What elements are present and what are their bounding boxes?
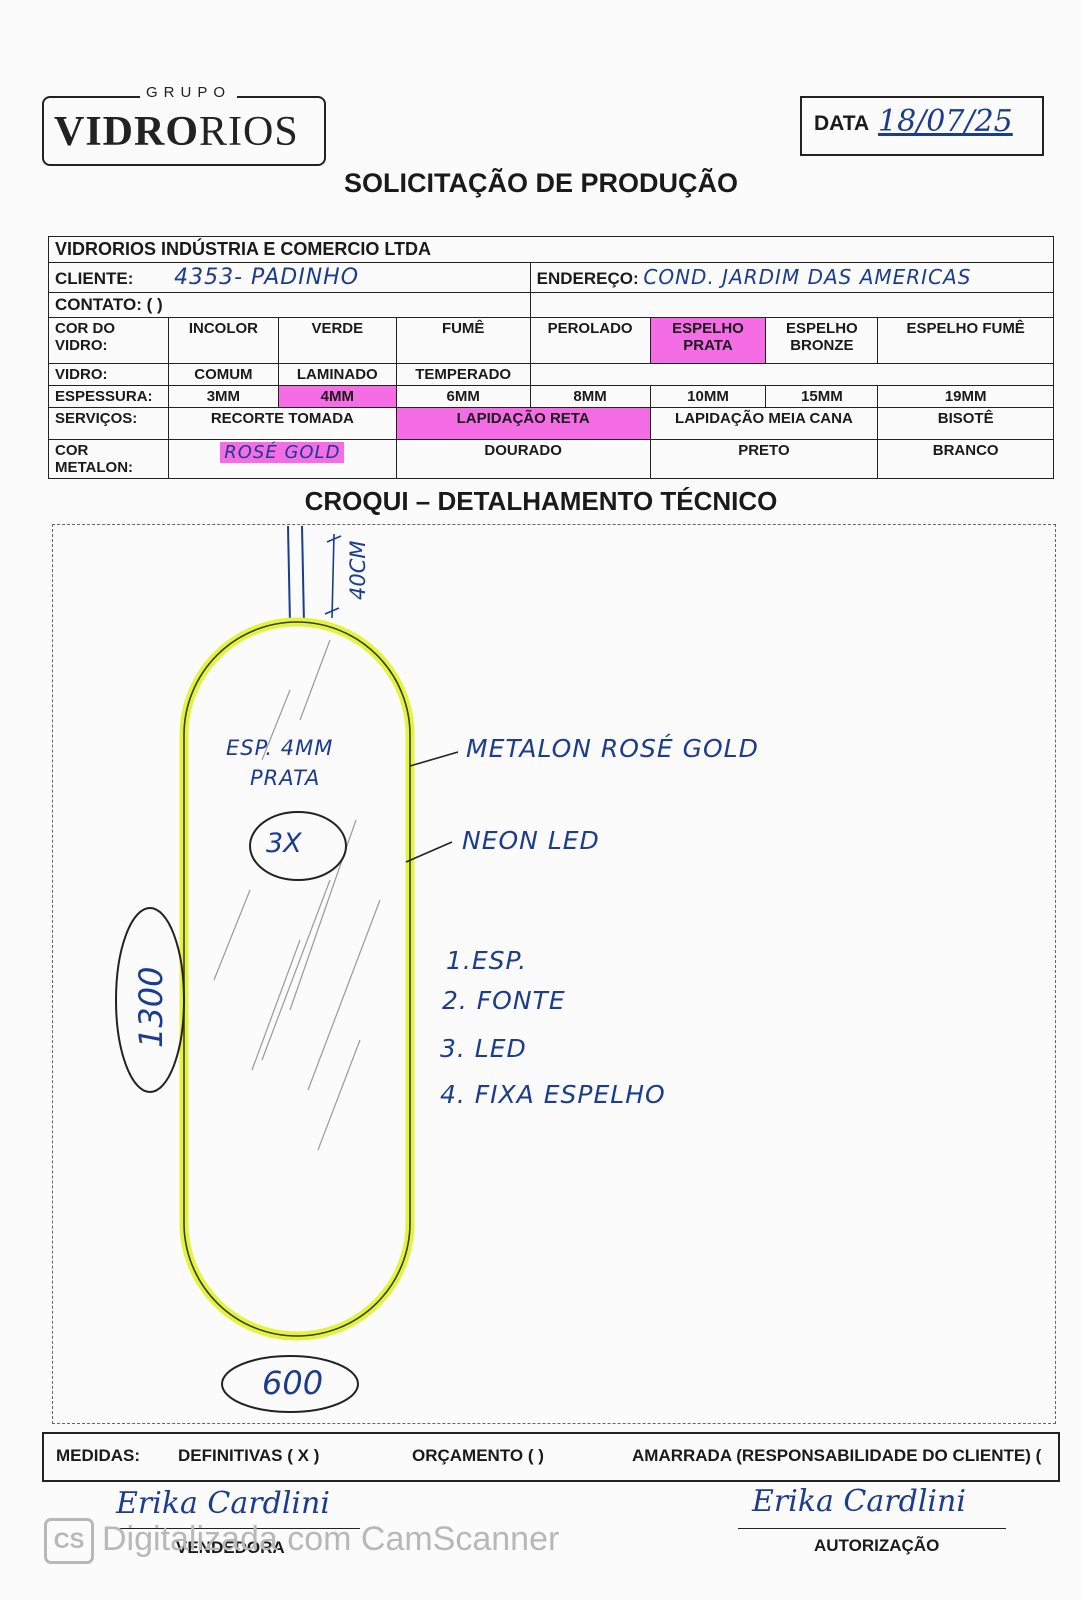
measures-budget: ORÇAMENTO ( ) (412, 1446, 544, 1465)
seller-signature: Erika Cardlini (116, 1486, 330, 1521)
top-dimension-label: 40CM (346, 540, 370, 600)
dimension-tick (326, 535, 342, 543)
address-cell: ENDEREÇO: COND. JARDIM DAS AMERICAS (529, 262, 1055, 293)
address-value: COND. JARDIM DAS AMERICAS (643, 265, 972, 289)
metalon-option: DOURADO (395, 439, 651, 479)
date-label: DATA (814, 112, 870, 135)
service-option: BISOTÊ (877, 407, 1054, 440)
watermark-text: Digitalizada com CamScanner (102, 1519, 560, 1558)
camscanner-icon: CS (44, 1518, 94, 1564)
croqui-frame (52, 524, 1056, 1424)
kit-list-item: 1.ESP. (446, 946, 528, 975)
glass-color-annotation: PRATA (250, 766, 321, 790)
page-title: SOLICITAÇÃO DE PRODUÇÃO (343, 168, 738, 198)
glass-type-option: LAMINADO (277, 363, 397, 386)
glass-color-option: ESPELHO BRONZE (765, 317, 879, 364)
logo-brand-bold: VIDRO (54, 109, 200, 155)
order-form: VIDRORIOS INDÚSTRIA E COMERCIO LTDA CLIE… (48, 236, 1055, 479)
kit-list-item: 3. LED (440, 1034, 527, 1063)
glass-color-option-selected: ESPELHO PRATA (649, 317, 767, 364)
metalon-handwritten: ROSÉ GOLD (220, 442, 345, 463)
logo: VIDRORIOS (54, 108, 299, 156)
measures-label: MEDIDAS: (56, 1446, 141, 1465)
measures-tied: AMARRADA (RESPONSABILIDADE DO CLIENTE) ( (632, 1446, 1042, 1465)
company-row: VIDRORIOS INDÚSTRIA E COMERCIO LTDA (48, 236, 1054, 263)
glass-color-option: VERDE (277, 317, 397, 364)
address-label: ENDEREÇO: (536, 269, 639, 288)
glass-color-option: ESPELHO FUMÊ (877, 317, 1054, 364)
seller-signature-line (110, 1528, 360, 1529)
glass-spec-label: ESP. 4MM (226, 736, 334, 760)
metalon-option: PRETO (649, 439, 879, 479)
seller-label: VENDEDORA (176, 1538, 285, 1557)
mirror-outline (183, 621, 411, 1337)
authorization-label: AUTORIZAÇÃO (814, 1536, 940, 1555)
contact-label: CONTATO: ( ) (48, 292, 531, 318)
date-box (800, 96, 1044, 156)
height-circle (115, 907, 185, 1093)
croqui-title: CROQUI – DETALHAMENTO TÉCNICO (304, 486, 778, 516)
authorization-signature: Erika Cardlini (752, 1484, 966, 1519)
logo-brand-thin: RIOS (199, 109, 299, 155)
client-cell: CLIENTE: 4353- PADINHO (48, 262, 531, 293)
neon-led-outline (179, 617, 415, 1341)
hanging-wire (287, 525, 291, 625)
dimension-line (331, 533, 335, 619)
callout-line-metalon (409, 751, 459, 767)
quantity-label: 3X (266, 828, 302, 859)
client-label: CLIENTE: (55, 269, 134, 288)
glass-type-row: VIDRO: COMUM LAMINADO TEMPERADO (48, 363, 1055, 386)
quantity-circle (249, 811, 347, 881)
kit-list-item: 2. FONTE (442, 986, 566, 1015)
metalon-row: COR METALON: ROSÉ GOLD DOURADO PRETO BRA… (48, 439, 1054, 479)
width-dimension: 600 (262, 1364, 324, 1402)
glass-color-option: PEROLADO (529, 317, 651, 364)
callout-line-neon (405, 841, 453, 863)
measures-definitive: DEFINITIVAS ( X ) (178, 1446, 320, 1465)
client-row: CLIENTE: 4353- PADINHO ENDEREÇO: COND. J… (48, 262, 1055, 293)
callout-neon: NEON LED (462, 826, 600, 855)
hanging-wire (301, 525, 305, 625)
mirror-reflection-strokes (213, 639, 381, 1151)
measures-box (42, 1432, 1060, 1482)
kit-list-item: 4. FIXA ESPELHO (440, 1080, 666, 1109)
authorization-signature-line (738, 1528, 1006, 1529)
callout-metalon: METALON ROSÉ GOLD (466, 734, 759, 763)
glass-color-option: INCOLOR (167, 317, 279, 364)
metalon-option: BRANCO (877, 439, 1054, 479)
metalon-handwritten-cell: ROSÉ GOLD (167, 439, 397, 479)
client-value: 4353- PADINHO (174, 265, 360, 290)
metalon-label: COR METALON: (48, 439, 169, 479)
date-value: 18/07/25 (878, 104, 1013, 139)
company-name: VIDRORIOS INDÚSTRIA E COMERCIO LTDA (48, 236, 1054, 263)
glass-type-option: COMUM (167, 363, 279, 386)
width-circle (221, 1355, 359, 1413)
dimension-tick (324, 607, 340, 615)
logo-group-text: GRUPO (140, 84, 238, 101)
glass-color-label: COR DO VIDRO: (48, 317, 169, 364)
services-label: SERVIÇOS: (48, 407, 169, 440)
height-dimension: 1300 (132, 966, 170, 1048)
